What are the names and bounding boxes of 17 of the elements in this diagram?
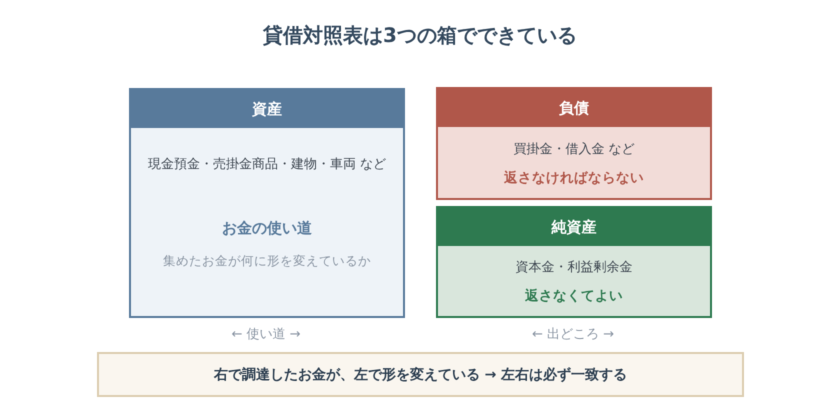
item-list: 現金預金・売掛金商品・建物・車両 など	[148, 156, 386, 174]
category-box	[129, 88, 405, 318]
summary-banner: 右で調達したお金が、左で形を変えている → 左右は必ず一致する	[97, 352, 744, 397]
title: 貸借対照表は3つの箱でできている	[263, 22, 577, 48]
header-band: 負債	[438, 89, 710, 127]
header-band: 純資産	[438, 208, 710, 246]
description: 集めたお金が何に形を変えているか	[163, 252, 371, 268]
category-box	[436, 206, 712, 318]
header-band: 資産	[131, 90, 403, 128]
subheading: お金の使い道	[222, 218, 312, 238]
emphasis-text: 返さなければならない	[504, 169, 644, 187]
range-label: ← 出どころ →	[532, 326, 614, 344]
item-list: 資本金・利益剰余金	[516, 259, 632, 277]
item-list: 買掛金・借入金 など	[513, 141, 635, 159]
emphasis-text: 返さなくてよい	[525, 287, 623, 305]
category-box	[436, 87, 712, 200]
range-label: ← 使い道 →	[231, 326, 301, 344]
